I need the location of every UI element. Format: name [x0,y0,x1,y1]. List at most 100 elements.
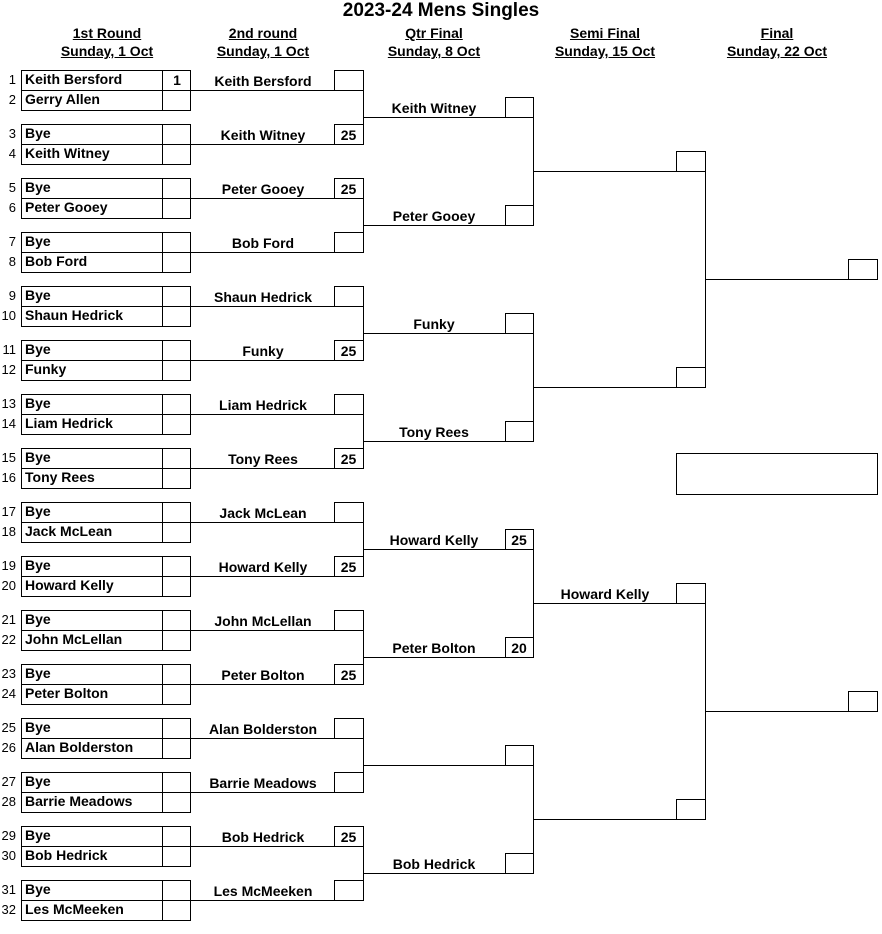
r2-score[interactable]: 25 [340,667,357,683]
r2-score[interactable]: 25 [340,181,357,197]
r2-player-name: Barrie Meadows [209,775,317,791]
round-header-2: 2nd round [228,25,298,41]
seed-number: 28 [1,794,16,809]
r2-score-box [334,286,364,307]
player-name: Bye [25,449,51,465]
seed-number: 26 [1,740,16,755]
r2-player-name: Bob Hedrick [221,829,305,845]
seed-number: 29 [1,828,16,843]
player-name: Bye [25,827,51,843]
round-date-1: Sunday, 1 Oct [60,43,154,59]
seed-number: 18 [1,524,16,539]
r2-player-name: Howard Kelly [218,559,308,575]
player-name: Bye [25,557,51,573]
seed-number: 20 [1,578,16,593]
seed-number: 15 [1,450,16,465]
qf-score-box [505,313,534,334]
r2-player-name: Jack McLean [219,505,307,521]
seed-number: 19 [1,558,16,573]
r2-score[interactable]: 25 [340,451,357,467]
r2-player-name: Tony Rees [228,451,298,467]
player-name: Barrie Meadows [25,793,133,809]
player-name: Bob Hedrick [25,847,108,863]
r2-score-box [334,826,364,847]
player-name: Peter Gooey [25,199,108,215]
player-name: Bye [25,503,51,519]
round-header-4: Semi Final [569,25,641,41]
qf-player-name: Peter Gooey [392,208,476,224]
seed-number: 24 [1,686,16,701]
seed-number: 8 [8,254,16,269]
r2-player-name: Les McMeeken [213,883,313,899]
player-name: Les McMeeken [25,901,124,917]
player-name: Keith Witney [25,145,110,161]
sf-score-box [676,151,706,172]
seed-number: 21 [1,612,16,627]
player-name: Liam Hedrick [25,415,113,431]
r2-score-box [334,394,364,415]
r2-player-name: Alan Bolderston [208,721,318,737]
seed-number: 10 [1,308,16,323]
r2-score-box [334,70,364,91]
round-date-5: Sunday, 22 Oct [726,43,828,59]
r2-score-box [334,178,364,199]
r2-player-name: Peter Gooey [221,181,305,197]
r2-score-box [334,502,364,523]
r2-score-box [334,232,364,253]
r2-score[interactable]: 25 [340,829,357,845]
round-header-5: Final [760,25,794,41]
round-header-3: Qtr Final [405,25,463,41]
seed-number: 22 [1,632,16,647]
player-name: Bye [25,611,51,627]
seed-number: 5 [8,180,16,195]
r2-score-box [334,124,364,145]
sf-score-box [676,799,706,820]
player-name: Gerry Allen [25,91,100,107]
r2-player-name: Peter Bolton [221,667,305,683]
player-name: Howard Kelly [25,577,114,593]
r2-score-box [334,664,364,685]
qf-score-box [505,853,534,874]
player-name: Bye [25,773,51,789]
r2-score-box [334,340,364,361]
player-name: Jack McLean [25,523,113,539]
final-score-box [848,691,878,712]
r2-score[interactable]: 25 [340,559,357,575]
seed-number: 25 [1,720,16,735]
qf-score-box [505,97,534,118]
player-name: Alan Bolderston [25,739,134,755]
r2-player-name: Liam Hedrick [219,397,307,413]
seed-number: 17 [1,504,16,519]
round-date-2: Sunday, 1 Oct [216,43,310,59]
qf-score-box [505,745,534,766]
player-name: Shaun Hedrick [25,307,124,323]
qf-player-name: Funky [413,316,455,332]
r2-score[interactable]: 25 [340,343,357,359]
seed-number: 6 [8,200,16,215]
r2-score-box [334,448,364,469]
qf-score[interactable]: 25 [511,532,527,548]
player-name: Bye [25,179,51,195]
player-name: Peter Bolton [25,685,109,701]
qf-player-name: Howard Kelly [389,532,479,548]
seed-number: 23 [1,666,16,681]
score-cell[interactable]: 1 [173,72,181,88]
r2-score-box [334,880,364,901]
r2-player-name: Bob Ford [231,235,295,251]
winner-box [676,453,878,495]
seed-number: 12 [1,362,16,377]
r2-player-name: Keith Bersford [214,73,312,89]
player-name: Bye [25,287,51,303]
r2-score[interactable]: 25 [340,127,357,143]
r2-player-name: Shaun Hedrick [213,289,313,305]
qf-player-name: Peter Bolton [392,640,476,656]
r2-score-box [334,772,364,793]
player-name: Keith Bersford [25,71,123,87]
sf-score-box [676,367,706,388]
qf-player-name: Tony Rees [399,424,469,440]
round-date-3: Sunday, 8 Oct [387,43,481,59]
player-name: Bye [25,233,51,249]
qf-score[interactable]: 20 [511,640,527,656]
seed-number: 2 [8,92,16,107]
